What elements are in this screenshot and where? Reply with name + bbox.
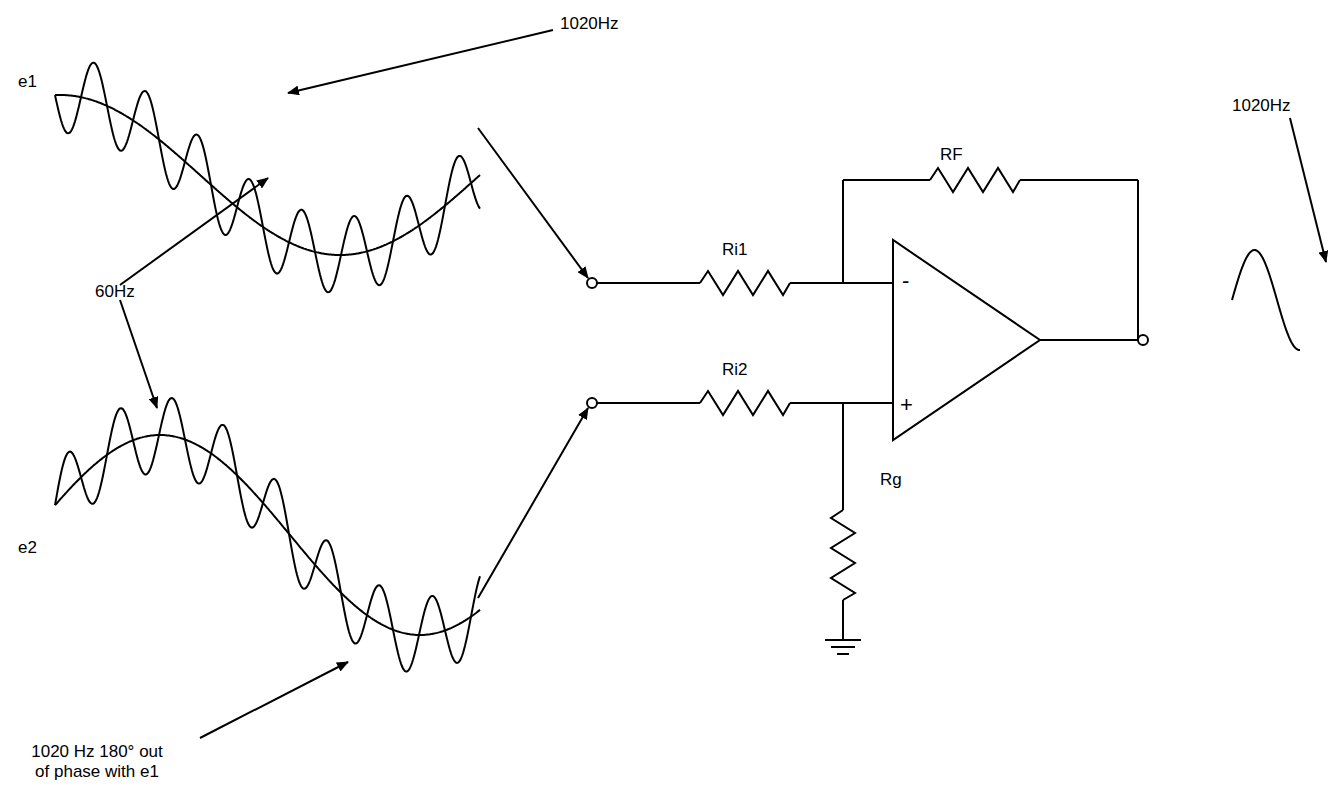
signal-wave (55, 398, 480, 672)
resistor-label: Ri1 (722, 240, 748, 260)
frequency-label: 60Hz (95, 282, 135, 302)
frequency-label: 1020Hz (1232, 96, 1291, 116)
resistor-symbol (700, 271, 790, 295)
signal-wave (55, 63, 480, 293)
input-sign: + (900, 392, 913, 417)
callout-note: 1020 Hz 180° out of phase with e1 (22, 742, 172, 781)
resistor-symbol (700, 391, 790, 415)
resistor-label: Rg (880, 470, 902, 490)
signal-name: e2 (18, 538, 37, 558)
input-sign: - (902, 268, 909, 293)
signal-name: e1 (18, 72, 37, 92)
resistor-label: Ri2 (722, 360, 748, 380)
frequency-label: 1020Hz (560, 14, 619, 34)
resistor-symbol (930, 168, 1020, 192)
schematic-wires (587, 168, 1148, 654)
hum-wave (55, 95, 480, 255)
callout-arrows (120, 30, 1326, 738)
output-wave (1232, 250, 1300, 350)
hum-wave (55, 435, 480, 635)
resistor-label: RF (940, 145, 963, 165)
resistor-symbol (831, 510, 855, 600)
opamp-symbol (893, 240, 1040, 440)
